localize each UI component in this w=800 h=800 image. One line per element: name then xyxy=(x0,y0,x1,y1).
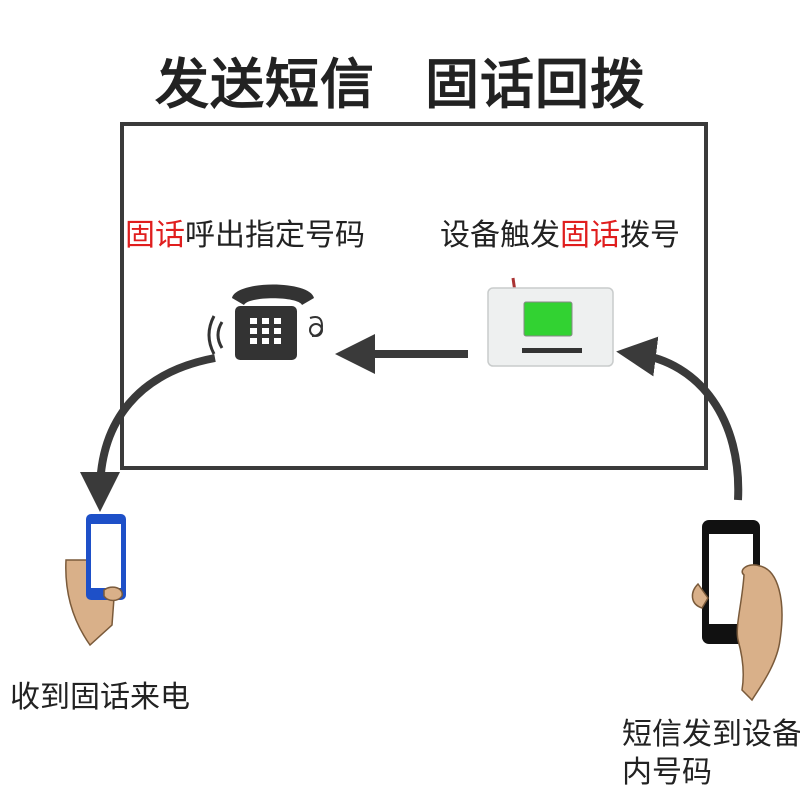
title-part-2: 固话回拨 xyxy=(425,53,645,116)
phone-icon xyxy=(207,284,324,360)
device-label: 设备触发固话拨号 xyxy=(440,210,680,254)
landline-label-rest: 呼出指定号码 xyxy=(185,218,365,253)
sender-phone-icon xyxy=(691,520,783,702)
receiver-phone-icon xyxy=(65,514,126,647)
landline-highlight: 固话 xyxy=(125,218,185,253)
device-frame xyxy=(120,122,708,470)
device-label-prefix: 设备触发 xyxy=(440,218,560,253)
phone-to-receiver-arrow xyxy=(80,354,216,512)
page-title: 发送短信固话回拨 xyxy=(0,40,800,119)
device-label-suffix: 拨号 xyxy=(620,218,680,253)
send-sms-label: 短信发到设备内号码 xyxy=(622,717,800,790)
receive-call-label: 收到固话来电 xyxy=(10,680,190,715)
title-part-1: 发送短信 xyxy=(155,53,375,116)
gateway-device-icon xyxy=(487,277,614,367)
device-highlight: 固话 xyxy=(560,218,620,253)
landline-label: 固话呼出指定号码 xyxy=(125,210,365,254)
sender-to-device-arrow xyxy=(616,336,743,501)
